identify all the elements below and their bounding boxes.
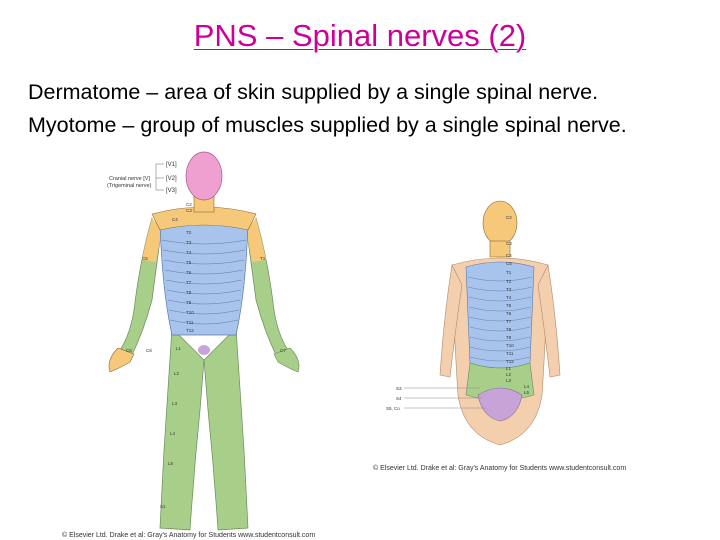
front-label-c7: C7 (280, 348, 286, 353)
front-label-t4: T4 (186, 250, 192, 255)
back-label-c5: C5 (506, 261, 512, 266)
back-label-t12: T12 (506, 359, 514, 364)
back-label-t10: T10 (506, 343, 514, 348)
back-label-t5: T5 (506, 303, 512, 308)
front-label-t10: T10 (186, 310, 194, 315)
back-label-t6: T6 (506, 311, 512, 316)
front-label-t9: T9 (186, 300, 192, 305)
front-label-l2: L2 (174, 371, 180, 376)
front-label-l1: L1 (176, 346, 182, 351)
back-label-t7: T7 (506, 319, 512, 324)
back-label-c4: C4 (506, 253, 512, 258)
front-label-t2: T2 (186, 230, 192, 235)
back-label-t4: T4 (506, 295, 512, 300)
myotome-definition: Myotome – group of muscles supplied by a… (28, 113, 627, 137)
front-label-t6: T6 (186, 270, 192, 275)
slide-title: PNS – Spinal nerves (2) (193, 18, 527, 53)
cranial-nerve-label: Cranial nerve [V] (109, 176, 150, 182)
back-figure-caption: © Elsevier Ltd. Drake et al: Gray's Anat… (373, 465, 627, 472)
nerve-label-v1: [V1] (166, 162, 177, 168)
front-label-s1: S1 (160, 504, 166, 509)
back-label-s3: S3 (396, 386, 402, 391)
back-label-l4: L4 (524, 384, 530, 389)
back-label-l1: L1 (506, 366, 512, 371)
back-label-t1: T1 (506, 270, 512, 275)
back-label-l3: L3 (506, 378, 512, 383)
back-label-t9: T9 (506, 335, 512, 340)
front-label-l3: L3 (172, 401, 178, 406)
front-label-t11: T11 (186, 320, 194, 325)
front-label-t7: T7 (186, 280, 192, 285)
back-dermatome-figure: C2 C3 C4 C5 T1 T2 T3 T4 T5 T6 T7 T8 T9 T… (386, 200, 561, 446)
back-label-s4: S4 (396, 396, 402, 401)
nerve-label-v2: [V2] (166, 176, 177, 182)
front-label-t3: T3 (186, 240, 192, 245)
front-label-t12: T12 (186, 328, 194, 333)
front-label-t1: T1 (260, 256, 266, 261)
front-label-c5: C5 (142, 256, 148, 261)
back-label-l5: L5 (524, 390, 530, 395)
front-label-t8: T8 (186, 290, 192, 295)
dermatome-definition: Dermatome – area of skin supplied by a s… (28, 80, 599, 104)
front-label-l4: L4 (170, 431, 176, 436)
front-label-t5: T5 (186, 260, 192, 265)
back-label-l2: L2 (506, 372, 512, 377)
front-label-l5: L5 (168, 461, 174, 466)
back-label-t3: T3 (506, 287, 512, 292)
front-label-c2: C2 (186, 202, 192, 207)
back-label-c2: C2 (506, 215, 512, 220)
front-label-c6: C6 (126, 348, 132, 353)
front-figure-caption: © Elsevier Ltd. Drake et al: Gray's Anat… (62, 532, 316, 539)
nerve-label-v3: [V3] (166, 188, 177, 194)
back-label-t8: T8 (506, 327, 512, 332)
back-label-t2: T2 (506, 279, 512, 284)
front-label-c4: C4 (172, 217, 178, 222)
front-label-c8: C8 (146, 348, 152, 353)
back-label-c3: C3 (506, 241, 512, 246)
back-label-t11: T11 (506, 351, 514, 356)
front-dermatome-figure: Cranial nerve [V] (Trigeminal nerve) [V1… (107, 151, 300, 531)
back-label-s5-co: S5, Co (386, 406, 400, 411)
front-label-c3: C3 (186, 208, 192, 213)
trigeminal-label: (Trigeminal nerve) (107, 183, 152, 189)
